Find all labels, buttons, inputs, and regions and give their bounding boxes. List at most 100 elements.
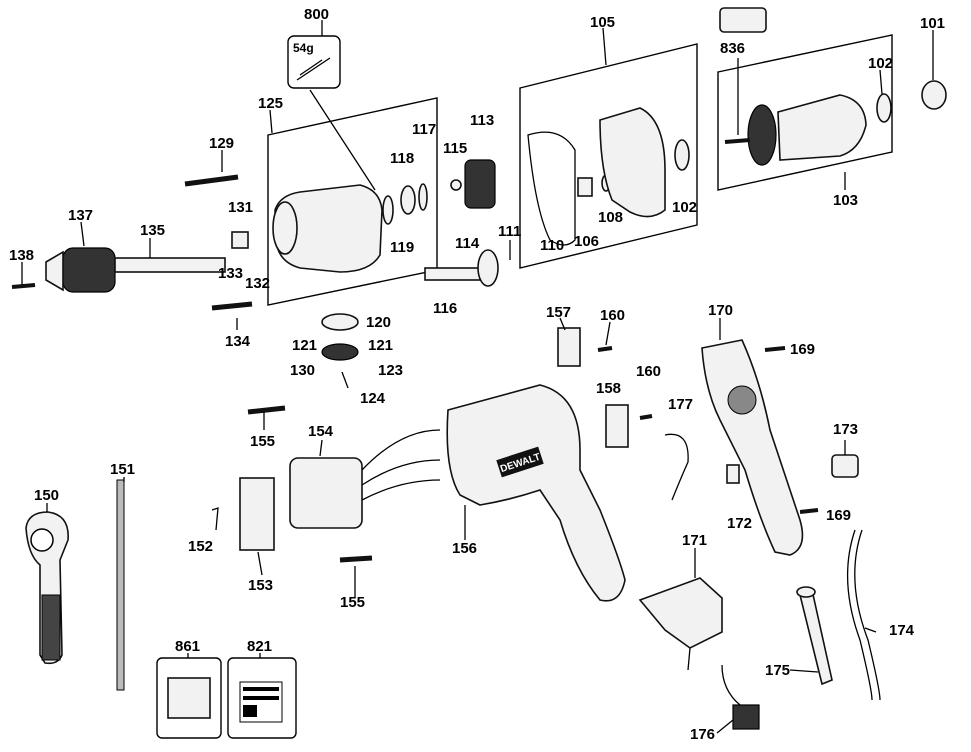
side-handle-grip (41, 594, 61, 661)
pin-134 (211, 301, 253, 311)
box-103 (717, 34, 893, 191)
wire-177 (664, 433, 689, 501)
label-169-bottom: 169 (826, 507, 851, 524)
label-121-left: 121 (292, 337, 317, 354)
spindle-135 (114, 257, 226, 273)
label-125: 125 (258, 95, 283, 112)
label-176: 176 (690, 726, 715, 743)
part-152 (211, 507, 219, 531)
label-103: 103 (833, 192, 858, 209)
label-160-a: 160 (600, 307, 625, 324)
label-151: 151 (110, 461, 135, 478)
bearing-118 (400, 185, 416, 215)
label-173: 173 (833, 421, 858, 438)
label-118: 118 (390, 150, 414, 167)
label-169-top: 169 (790, 341, 815, 358)
label-836: 836 (720, 40, 745, 57)
screw-160a (597, 346, 613, 352)
ring-119 (382, 195, 394, 225)
label-102-mid: 102 (672, 199, 697, 216)
brush-holder-158 (605, 404, 629, 448)
label-108: 108 (598, 209, 623, 226)
spindle-gear-114 (477, 249, 499, 287)
grease-tube-icon (296, 57, 331, 81)
label-174: 174 (889, 622, 915, 639)
label-114: 114 (455, 235, 480, 252)
carry-case-icon (167, 677, 211, 719)
manual-block (243, 705, 257, 717)
pin-129 (184, 174, 239, 187)
switch-lead (687, 647, 691, 671)
label-105: 105 (590, 14, 615, 31)
pin-124 (341, 371, 349, 389)
label-157: 157 (546, 304, 571, 321)
part-120 (321, 313, 359, 331)
label-132: 132 (245, 275, 270, 292)
label-171: 171 (682, 532, 707, 549)
label-138: 138 (9, 247, 34, 264)
label-175: 175 (765, 662, 790, 679)
field-housing-105 (599, 107, 666, 218)
screw-169b (799, 508, 819, 514)
gear-113 (464, 159, 496, 209)
cord-174 (854, 529, 881, 701)
label-54g: 54g (293, 41, 314, 55)
label-119: 119 (390, 239, 414, 256)
label-135: 135 (140, 222, 165, 239)
baffle-110 (527, 131, 576, 246)
leader-800 (309, 89, 376, 191)
label-137: 137 (68, 207, 93, 224)
label-121-right: 121 (368, 337, 393, 354)
armature-shaft (724, 138, 751, 144)
label-861: 861 (175, 638, 200, 655)
label-111: 111 (498, 223, 521, 240)
label-129: 129 (209, 135, 234, 152)
grease-box-800 (287, 35, 341, 89)
armature-fan (747, 104, 777, 166)
label-124: 124 (360, 390, 386, 407)
label-115: 115 (443, 140, 467, 157)
label-123: 123 (378, 362, 403, 379)
box-105 (519, 43, 698, 269)
manual-line-1 (243, 687, 279, 691)
depth-rod-151 (116, 479, 125, 691)
part-172 (726, 464, 740, 484)
cord-protector-175 (799, 588, 833, 686)
screw-138 (11, 283, 36, 289)
label-116: 116 (433, 300, 457, 317)
part-123 (321, 343, 359, 361)
label-155-top: 155 (250, 433, 275, 450)
brand-badge (496, 446, 544, 478)
ring-131-132 (231, 231, 249, 249)
nut-173 (831, 454, 859, 478)
switch-171 (638, 577, 723, 649)
label-134: 134 (225, 333, 251, 350)
label-170: 170 (708, 302, 733, 319)
label-131: 131 (228, 199, 253, 216)
bearing-101 (921, 80, 947, 110)
part-176 (732, 704, 760, 730)
label-110: 110 (540, 237, 564, 254)
washer-117 (418, 183, 428, 211)
manual-line-2 (243, 696, 279, 700)
label-821: 821 (247, 638, 272, 655)
label-153: 153 (248, 577, 273, 594)
label-800: 800 (304, 6, 329, 23)
field-154 (289, 457, 363, 529)
field-wires (361, 429, 441, 501)
gear-case-nose (272, 201, 298, 255)
label-130: 130 (290, 362, 315, 379)
part-115 (450, 179, 462, 191)
part-153 (239, 477, 275, 551)
part-836-icon (719, 7, 767, 33)
box-861 (156, 657, 222, 739)
chuck-137 (62, 247, 116, 293)
label-101: 101 (920, 15, 945, 32)
chuck-nose (45, 250, 64, 292)
bearing-102-upper (674, 139, 690, 171)
label-177: 177 (668, 396, 693, 413)
handle-grip-dots (727, 385, 757, 415)
part-176-wire (721, 664, 741, 706)
